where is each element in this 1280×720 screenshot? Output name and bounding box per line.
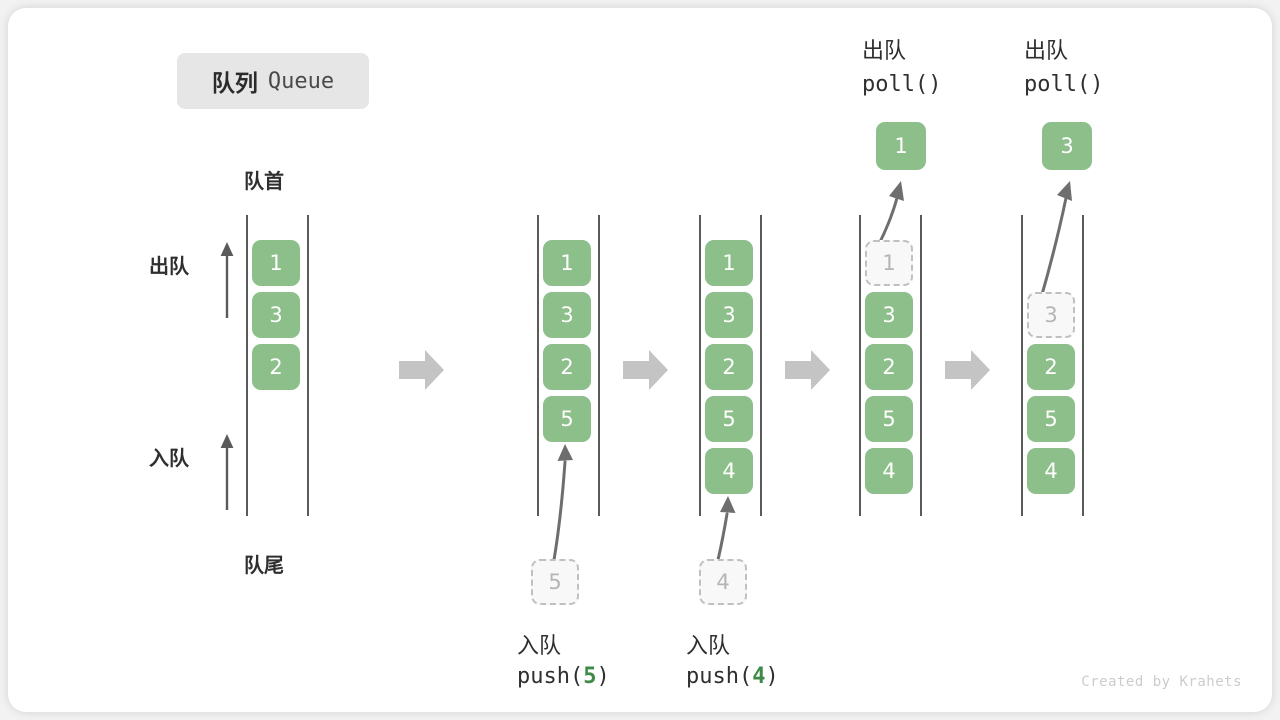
enqueue-label-initial: 入队	[149, 446, 189, 470]
rail-right-2	[598, 215, 600, 516]
caption-cn-poll1: 出队	[862, 39, 907, 64]
queue-cell: 5	[865, 396, 913, 442]
dequeue-label-initial: 出队	[149, 254, 189, 278]
queue-cell: 2	[705, 344, 753, 390]
ghost-cell-push4: 4	[699, 559, 747, 605]
queue-cell: 2	[865, 344, 913, 390]
queue-cell: 2	[543, 344, 591, 390]
poll-arrow-icon-1	[861, 176, 919, 246]
caption-cn-push5: 入队	[517, 634, 562, 659]
queue-cell: 3	[543, 292, 591, 338]
caption-code-push5: push(5)	[517, 664, 610, 689]
queue-cell: 5	[705, 396, 753, 442]
caption-code-poll1: poll()	[862, 72, 942, 97]
ghost-cell-poll1: 1	[865, 240, 913, 286]
rail-left-3	[699, 215, 701, 516]
queue-stack-poll3: 3 2 5 4	[1027, 292, 1075, 494]
rail-right-3	[760, 215, 762, 516]
caption-arg-5: 5	[583, 664, 597, 689]
tail-label: 队尾	[244, 553, 284, 577]
rail-right-4	[920, 215, 922, 516]
title-badge: 队列 Queue	[177, 53, 369, 109]
caption-cn-push4: 入队	[686, 634, 731, 659]
rail-left-1	[246, 215, 248, 516]
popped-cell-3: 3	[1042, 122, 1092, 170]
stage-arrow-icon	[623, 348, 669, 392]
queue-cell: 3	[705, 292, 753, 338]
caption-code-poll3: poll()	[1024, 72, 1104, 97]
queue-cell: 1	[705, 240, 753, 286]
rail-right-1	[307, 215, 309, 516]
ghost-cell-push5: 5	[531, 559, 579, 605]
queue-stack-push5: 1 3 2 5	[543, 240, 591, 442]
credit-text: Created by Krahets	[1081, 674, 1242, 690]
caption-code-push4: push(4)	[686, 664, 779, 689]
queue-cell: 3	[865, 292, 913, 338]
queue-cell: 4	[1027, 448, 1075, 494]
title-en: Queue	[267, 68, 335, 94]
queue-stack-poll1: 1 3 2 5 4	[865, 240, 913, 494]
queue-cell: 4	[865, 448, 913, 494]
queue-stack-initial: 1 3 2	[252, 240, 300, 390]
rail-right-5	[1082, 215, 1084, 516]
push-arrow-icon-5	[528, 438, 598, 563]
rail-left-2	[537, 215, 539, 516]
rail-left-5	[1021, 215, 1023, 516]
queue-cell: 2	[252, 344, 300, 390]
enqueue-direction-arrow-icon	[216, 432, 238, 512]
diagram-card: 队列 Queue 队首 队尾 出队 入队 1 3 2	[8, 8, 1272, 712]
queue-cell: 1	[252, 240, 300, 286]
stage-arrow-icon	[945, 348, 991, 392]
popped-cell-1: 1	[876, 122, 926, 170]
ghost-cell-poll3: 3	[1027, 292, 1075, 338]
push-arrow-icon-4	[696, 490, 758, 562]
dequeue-direction-arrow-icon	[216, 240, 238, 320]
queue-stack-push4: 1 3 2 5 4	[705, 240, 753, 494]
queue-cell: 1	[543, 240, 591, 286]
head-label: 队首	[244, 169, 284, 193]
stage-arrow-icon	[399, 348, 445, 392]
queue-cell: 3	[252, 292, 300, 338]
queue-cell: 2	[1027, 344, 1075, 390]
queue-cell: 5	[1027, 396, 1075, 442]
poll-arrow-icon-3	[1026, 176, 1086, 301]
title-cn: 队列	[211, 71, 258, 97]
queue-cell-new: 5	[543, 396, 591, 442]
caption-cn-poll3: 出队	[1024, 39, 1069, 64]
caption-arg-4: 4	[752, 664, 766, 689]
rail-left-4	[859, 215, 861, 516]
queue-cell-new: 4	[705, 448, 753, 494]
stage-arrow-icon	[785, 348, 831, 392]
